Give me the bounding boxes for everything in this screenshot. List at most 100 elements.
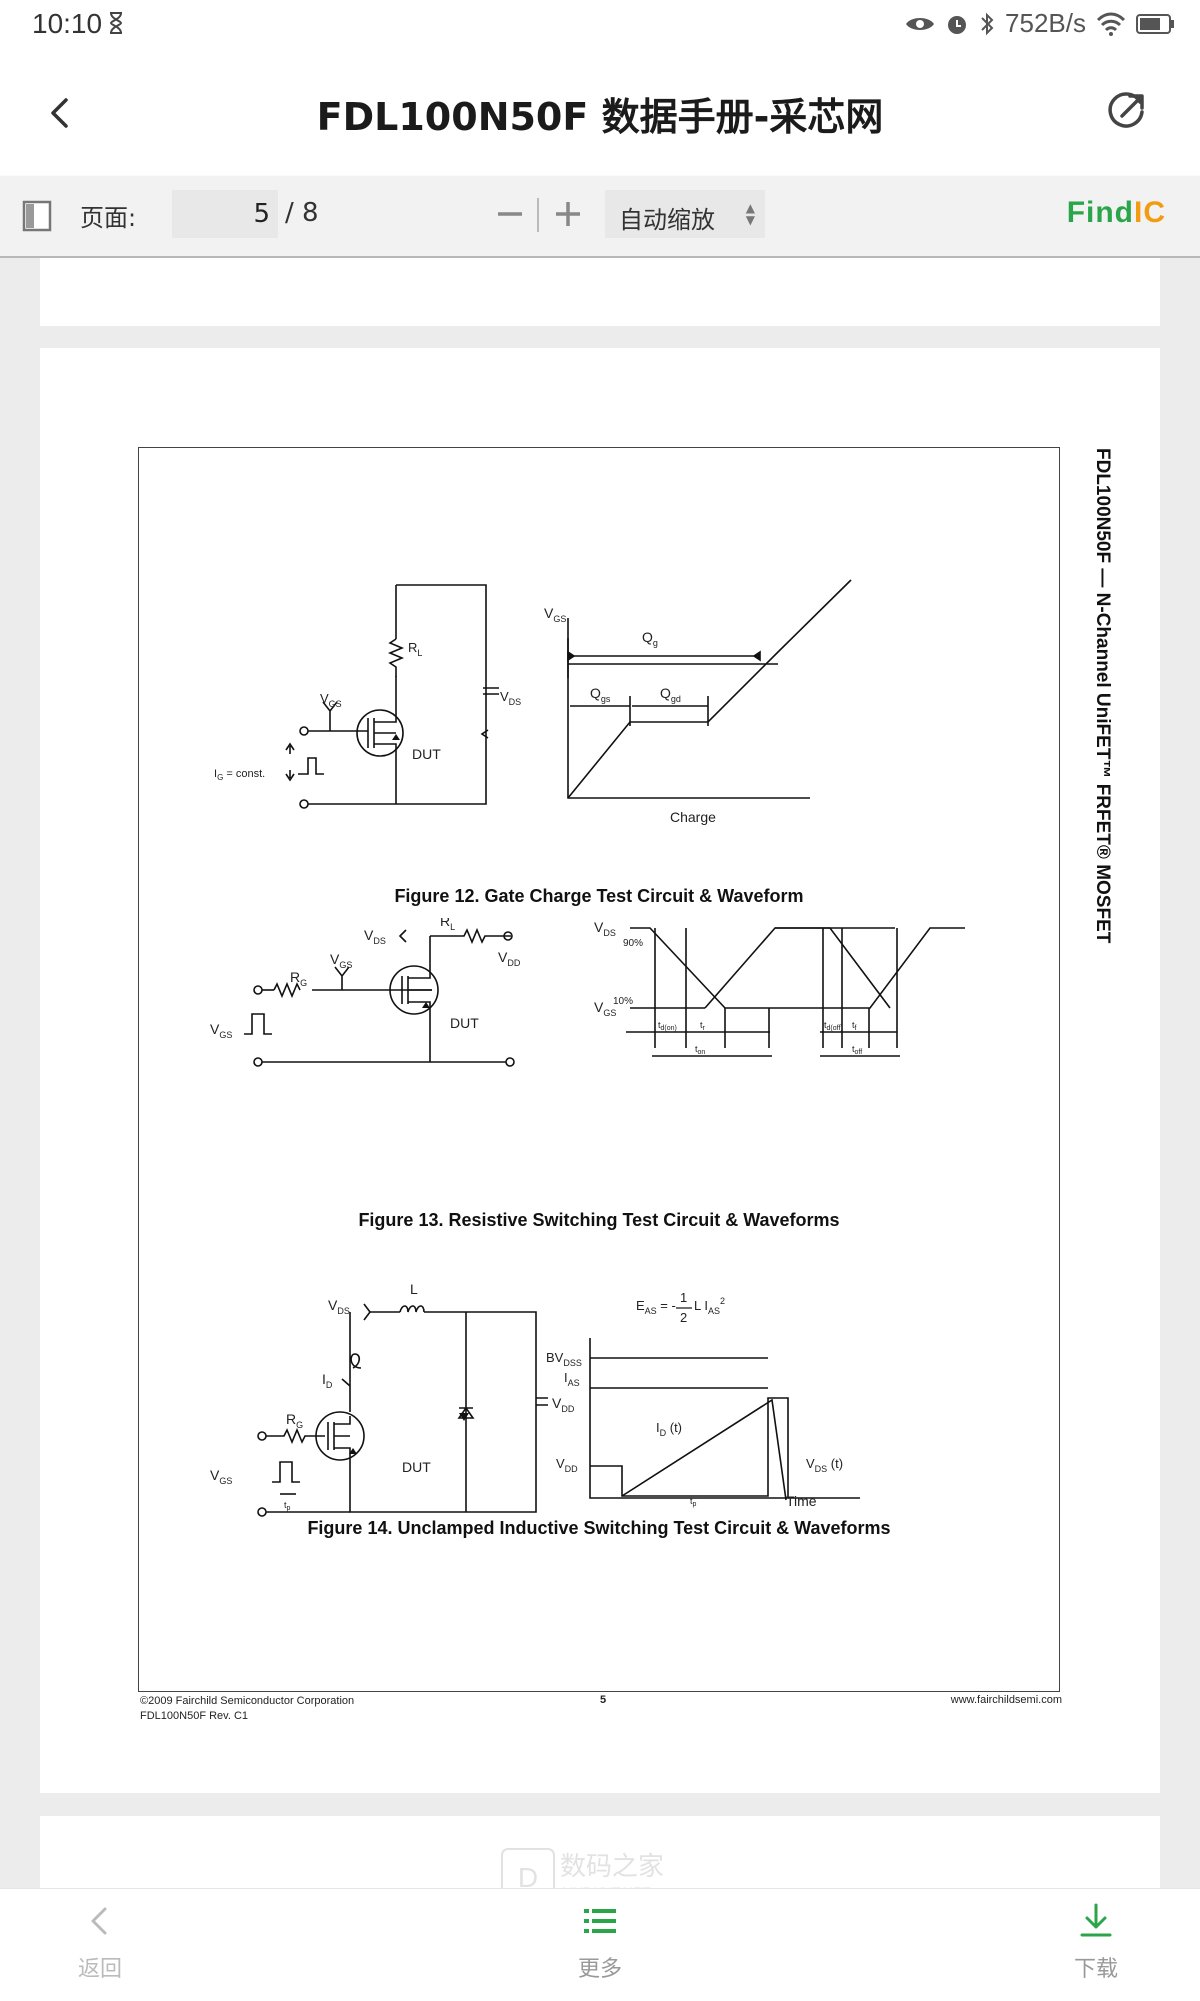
fig14-eas-sub: AS: [645, 1306, 657, 1316]
status-icons: 752B/s: [905, 8, 1176, 39]
svg-text:tp: tp: [284, 1500, 291, 1512]
download-button[interactable]: 下载: [1036, 1901, 1156, 1983]
fig14-id-sub: D: [326, 1380, 333, 1390]
toolbar-separator: [537, 198, 539, 232]
fig13-vgs: V: [210, 1021, 220, 1037]
pdf-viewer[interactable]: FDL100N50F — N-Channel UniFET™ FRFET® MO…: [0, 258, 1200, 1888]
svg-text:IG = const.: IG = const.: [214, 768, 265, 782]
svg-text:ton: ton: [695, 1044, 705, 1056]
fig12-rl-sub: L: [417, 648, 422, 658]
svg-text:EAS = -: EAS = -: [636, 1298, 676, 1316]
fig12-vgs: V: [320, 691, 329, 706]
fig13-vgs-sub: GS: [219, 1030, 232, 1040]
svg-text:VGS: VGS: [320, 691, 342, 709]
fig14-id: I: [322, 1371, 326, 1387]
alarm-icon: [948, 15, 967, 34]
download-icon: [1080, 1903, 1112, 1937]
figure-13-diagram: VDS RL VDD RG VGS VGS DUT VDS VGS 90% 10…: [210, 918, 965, 1067]
svg-text:Qgs: Qgs: [590, 685, 611, 704]
back-chevron-icon[interactable]: [36, 88, 86, 138]
fig14-tp: t: [284, 1500, 287, 1510]
fig12-dut: DUT: [412, 746, 441, 762]
svg-text:VDD: VDD: [556, 1456, 578, 1474]
fig13-tf: t: [852, 1020, 855, 1030]
fig13-vgs-top-sub: GS: [339, 960, 352, 970]
fig13-ton-sub: on: [698, 1049, 706, 1056]
fig12-vgs-axis: V: [544, 605, 554, 621]
fig13-rl: R: [440, 918, 450, 929]
eye-icon: [906, 17, 935, 30]
fig14-vdst-sub: DS: [815, 1464, 828, 1474]
page-footer-left: ©2009 Fairchild Semiconductor Corporatio…: [140, 1694, 354, 1724]
page-frame: [138, 447, 1060, 1692]
svg-text:VGS: VGS: [210, 1467, 232, 1486]
bottom-bar: 返回 更多 下载: [0, 1888, 1200, 2001]
brand-logo-prefix: Find: [1066, 196, 1134, 229]
svg-text:td(off): td(off): [824, 1020, 843, 1032]
fig13-tdon-sub: d(on): [661, 1025, 677, 1032]
svg-text:VDS: VDS: [328, 1297, 350, 1316]
fig12-qg-sub: g: [653, 638, 658, 648]
fig13-p90: 90%: [623, 938, 643, 949]
svg-text:ID (t): ID (t): [656, 1420, 682, 1438]
svg-text:VGS: VGS: [594, 999, 616, 1018]
svg-text:tf: tf: [852, 1020, 857, 1032]
brand-logo-suffix: IC: [1134, 196, 1166, 229]
fig13-tr: t: [700, 1020, 703, 1030]
fig14-dut: DUT: [402, 1459, 431, 1475]
page-number-input[interactable]: [172, 190, 278, 238]
fig13-p10: 10%: [613, 996, 633, 1007]
back-button[interactable]: 返回: [40, 1901, 160, 1983]
svg-text:tr: tr: [700, 1020, 706, 1032]
fig14-idt-sub: D: [660, 1428, 667, 1438]
fig12-qg: Q: [642, 629, 653, 645]
fig14-vds: V: [328, 1297, 338, 1313]
side-title-text: FDL100N50F — N-Channel UniFET™ FRFET® MO…: [1092, 448, 1113, 944]
sidebar-toggle-icon[interactable]: [22, 200, 52, 232]
back-label: 返回: [77, 1957, 122, 1982]
footer-website: www.fairchildsemi.com: [950, 1694, 1062, 1706]
svg-text:IAS: IAS: [564, 1370, 580, 1388]
footer-page-number: 5: [600, 1694, 607, 1706]
page-label: 页面:: [80, 204, 137, 232]
fig13-tdoff: t: [824, 1020, 827, 1030]
zoom-out-icon[interactable]: [490, 194, 530, 234]
footer-revision: FDL100N50F Rev. C1: [140, 1710, 249, 1722]
next-page: [40, 1816, 1160, 1888]
fig14-l: L: [410, 1281, 418, 1297]
fig12-vds-sub: DS: [509, 697, 522, 707]
fig12-rl: R: [408, 640, 417, 655]
fig14-tp2-sub: p: [693, 1501, 697, 1508]
fig13-vds: V: [364, 927, 374, 943]
fig14-vds-sub: DS: [337, 1306, 350, 1316]
fig13-rl-sub: L: [450, 922, 455, 932]
fig14-eq: =: [657, 1298, 672, 1313]
share-icon[interactable]: [1100, 84, 1152, 136]
fig14-sq: 2: [720, 1296, 725, 1306]
zoom-in-icon[interactable]: [548, 194, 588, 234]
svg-text:D: D: [518, 1862, 538, 1893]
fig14-den: 2: [680, 1310, 687, 1325]
app-bar: FDL100N50F 数据手册-采芯网: [0, 50, 1200, 177]
fig12-qgs: Q: [590, 685, 601, 701]
fig14-minus: -: [672, 1298, 676, 1313]
hourglass-icon: [109, 12, 123, 34]
fig14-num: 1: [680, 1290, 687, 1305]
fig12-qgd: Q: [660, 685, 671, 701]
fig13-tdoff-sub: d(off): [827, 1025, 843, 1032]
fig14-idt-rest: (t): [666, 1420, 682, 1435]
svg-text:VDS (t): VDS (t): [806, 1456, 843, 1474]
fig14-tp2: t: [690, 1496, 693, 1506]
svg-text:RG: RG: [286, 1411, 303, 1430]
fig14-eas: E: [636, 1298, 645, 1313]
brand-logo: FindIC: [1067, 196, 1166, 230]
svg-text:VGS: VGS: [210, 1021, 232, 1040]
zoom-select[interactable]: 自动缩放 ▲▼: [605, 190, 765, 238]
fig14-tp-sub: p: [287, 1505, 291, 1512]
fig14-vdd: V: [552, 1395, 562, 1411]
svg-text:VDD: VDD: [552, 1395, 575, 1414]
svg-text:L IAS2: L IAS2: [694, 1296, 725, 1316]
more-button[interactable]: 更多: [540, 1901, 660, 1983]
fig14-vdd2-sub: DD: [565, 1464, 578, 1474]
fig14-vgs: V: [210, 1467, 220, 1483]
